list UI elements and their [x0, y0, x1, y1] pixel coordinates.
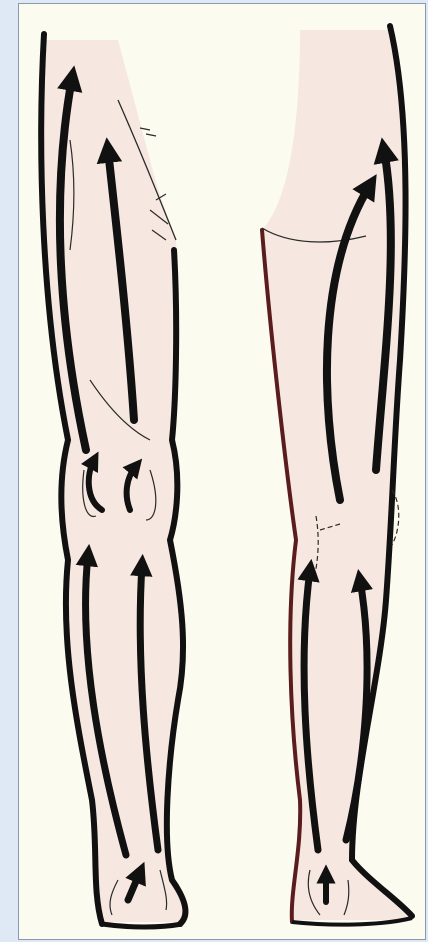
left-leg — [41, 34, 185, 927]
right-leg — [262, 26, 412, 925]
left-foot-sole — [102, 924, 182, 927]
